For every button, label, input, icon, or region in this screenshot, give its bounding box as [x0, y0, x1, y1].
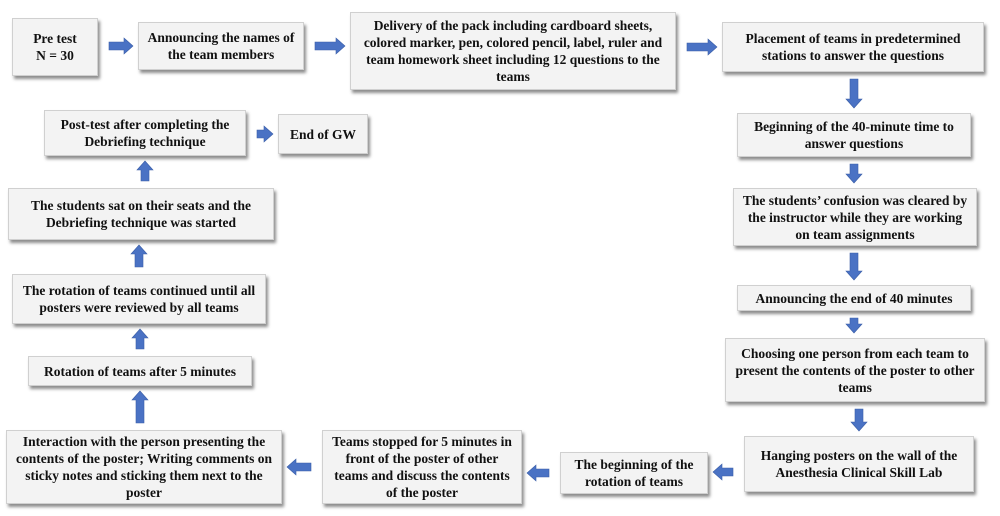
arrow-hanging-posters-to-begin-rotation [712, 463, 734, 481]
node-confusion-cleared-text: The students’ confusion was cleared by t… [742, 192, 968, 242]
node-end-40min-text: Announcing the end of 40 minutes [755, 290, 953, 306]
node-post-test: Post-test after completing the Debriefin… [44, 110, 246, 156]
node-pre-test: Pre test N = 30 [12, 18, 98, 76]
node-delivery-pack-text: Delivery of the pack including cardboard… [363, 18, 663, 84]
arrow-post-test-to-end-gw [256, 125, 274, 143]
node-hanging-posters-text: Hanging posters on the wall of the Anest… [760, 448, 958, 480]
node-teams-stopped: Teams stopped for 5 minutes in front of … [322, 430, 522, 504]
node-end-gw: End of GW [278, 114, 368, 154]
arrow-debriefing-started-to-post-test [136, 160, 154, 182]
node-end-gw-text: End of GW [289, 126, 357, 142]
node-rotation-5min: Rotation of teams after 5 minutes [28, 356, 252, 386]
arrow-announce-names-to-delivery-pack [314, 37, 346, 55]
node-begin-40min-text: Beginning of the 40-minute time to answe… [754, 119, 954, 151]
node-choose-person: Choosing one person from each team to pr… [725, 338, 985, 402]
node-post-test-text: Post-test after completing the Debriefin… [60, 117, 230, 149]
node-announce-names-text: Announcing the names of the team members [147, 30, 295, 62]
node-debriefing-started: The students sat on their seats and the … [8, 188, 274, 240]
arrow-rotation-5min-to-rotation-continued [131, 328, 149, 350]
arrow-interaction-to-rotation-5min [131, 390, 149, 424]
arrow-rotation-continued-to-debriefing-started [130, 244, 148, 268]
node-announce-names: Announcing the names of the team members [138, 22, 304, 70]
node-begin-rotation: The beginning of the rotation of teams [560, 452, 708, 494]
node-rotation-5min-text: Rotation of teams after 5 minutes [43, 363, 237, 379]
arrow-pre-test-to-announce-names [108, 37, 134, 55]
node-debriefing-started-text: The students sat on their seats and the … [31, 198, 251, 230]
node-teams-stopped-text: Teams stopped for 5 minutes in front of … [332, 434, 512, 500]
arrow-confusion-cleared-to-end-40min [845, 252, 863, 281]
node-begin-rotation-text: The beginning of the rotation of teams [574, 457, 694, 489]
node-rotation-continued-text: The rotation of teams continued until al… [22, 283, 256, 315]
arrow-teams-stopped-to-interaction [286, 458, 312, 476]
node-interaction: Interaction with the person presenting t… [6, 430, 282, 504]
arrow-choose-person-to-hanging-posters [850, 408, 868, 432]
node-hanging-posters: Hanging posters on the wall of the Anest… [744, 436, 974, 492]
arrow-delivery-pack-to-placement-teams [686, 38, 718, 56]
node-choose-person-text: Choosing one person from each team to pr… [735, 345, 975, 395]
arrow-placement-teams-to-begin-40min [845, 78, 863, 109]
node-placement-teams: Placement of teams in predetermined stat… [722, 22, 984, 72]
arrow-begin-rotation-to-teams-stopped [526, 464, 550, 482]
node-interaction-text: Interaction with the person presenting t… [16, 434, 272, 500]
node-placement-teams-text: Placement of teams in predetermined stat… [745, 31, 961, 63]
arrow-begin-40min-to-confusion-cleared [845, 163, 863, 184]
arrow-end-40min-to-choose-person [845, 317, 863, 334]
node-delivery-pack: Delivery of the pack including cardboard… [350, 12, 676, 90]
node-end-40min: Announcing the end of 40 minutes [737, 285, 971, 311]
node-confusion-cleared: The students’ confusion was cleared by t… [733, 188, 977, 246]
node-rotation-continued: The rotation of teams continued until al… [12, 274, 266, 324]
node-pre-test-text: Pre test N = 30 [33, 31, 77, 63]
node-begin-40min: Beginning of the 40-minute time to answe… [737, 113, 971, 157]
